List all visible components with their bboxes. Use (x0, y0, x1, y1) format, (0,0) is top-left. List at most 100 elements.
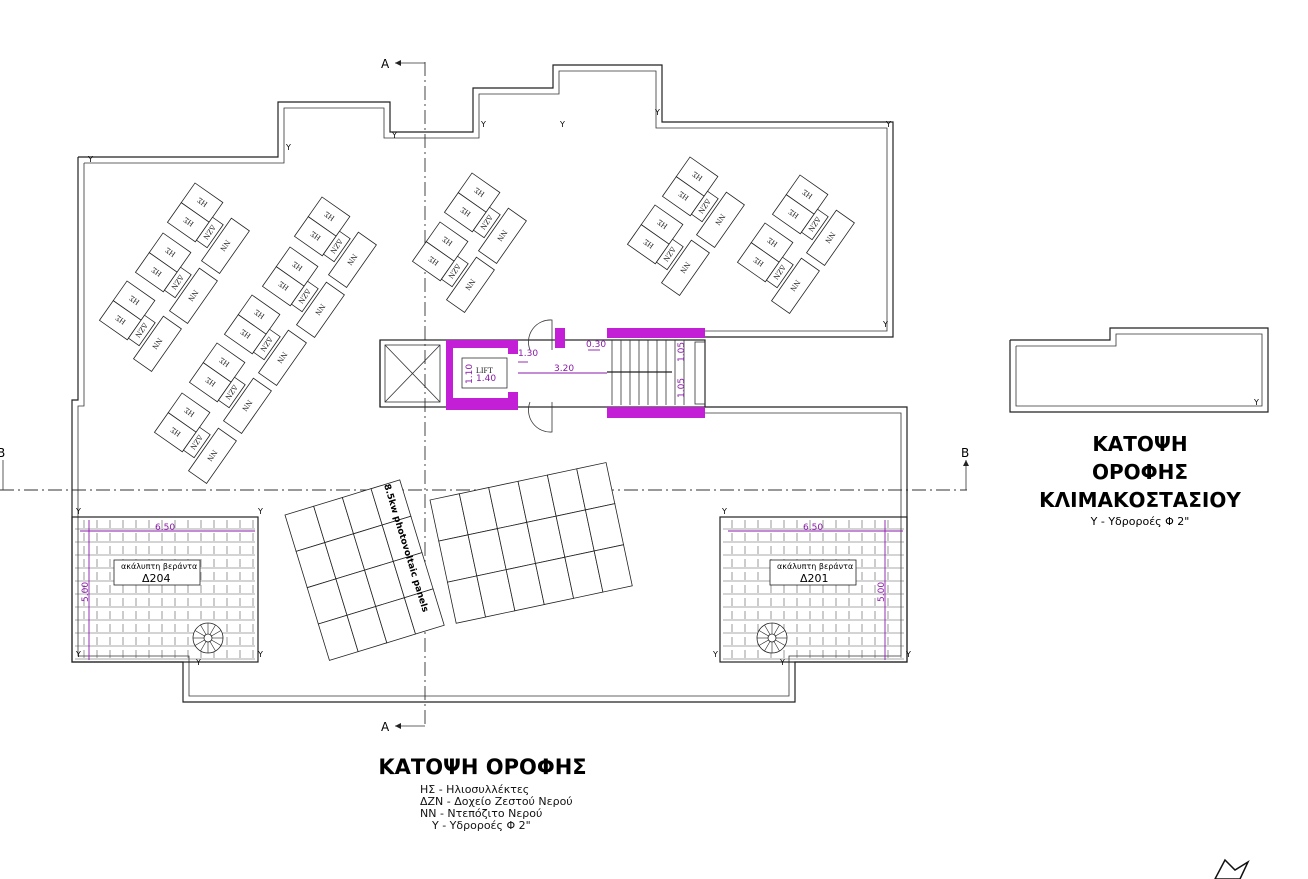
drain-marker: Y (559, 120, 565, 129)
drain-marker: Y (712, 650, 718, 659)
hot-water-tank (800, 208, 829, 241)
veranda-label: ακάλυπτη βεράντα (777, 562, 853, 571)
title-line: ΚΛΙΜΑΚΟΣΤΑΣΙΟΥ (1039, 488, 1241, 512)
photovoltaic-panels: 8.5kw photovoltaic panels (284, 462, 633, 661)
veranda-d201: 6.50 5.00 ακάλυπτη βεράντα Δ201 (719, 516, 908, 663)
hot-water-tank (217, 376, 246, 409)
stair-roof-title: ΚΑΤΟΨΗ ΟΡΟΦΗΣ ΚΛΙΜΑΚΟΣΤΑΣΙΟΥ Υ - Υδρορoέ… (1020, 430, 1260, 530)
floor-tiles (723, 520, 904, 660)
lift-wall (446, 340, 518, 410)
door-swing-top (528, 319, 553, 351)
svg-text:1.05: 1.05 (677, 342, 687, 362)
svg-text:0.30: 0.30 (586, 340, 606, 350)
drain-marker: Y (1253, 398, 1259, 407)
drain-marker: Y (195, 658, 201, 667)
water-reservoir (132, 315, 182, 373)
veranda-d204: 6.50 5.00 ακάλυπτη βεράντα Δ204 (71, 516, 259, 663)
legend-item: ΔΖΝ - Δοχείο Ζεστού Νερού (420, 795, 573, 808)
drain-marker: Y (257, 507, 263, 516)
drain-marker: Y (654, 108, 660, 117)
legend-item: Υ - Υδρορoές Φ 2" (432, 819, 531, 832)
hot-water-tank (127, 314, 156, 347)
stair-core: LIFT 1.30 0.30 3.20 1.05 1.05 1.10 1.40 (379, 319, 706, 433)
floor-tiles (75, 520, 255, 660)
drain-marker: Y (779, 658, 785, 667)
drain-marker: Y (480, 120, 486, 129)
drain-marker: Y (257, 650, 263, 659)
title-line: ΚΑΤΟΨΗ (1092, 432, 1188, 456)
section-marker-b-left: B (0, 446, 5, 490)
hot-water-tank (690, 190, 719, 223)
water-reservoir (805, 209, 855, 267)
door-swing-bottom (528, 401, 553, 433)
hot-water-tank (765, 256, 794, 289)
svg-text:1.10: 1.10 (465, 364, 475, 384)
lift-shaft (384, 344, 441, 403)
water-reservoir (187, 427, 237, 485)
svg-text:6.50: 6.50 (803, 523, 823, 533)
water-reservoir (295, 281, 345, 339)
svg-text:6.50: 6.50 (155, 523, 175, 533)
drain-marker: Y (285, 143, 291, 152)
hot-water-tank (440, 255, 469, 288)
drain-marker: Y (75, 507, 81, 516)
hot-water-tank (322, 230, 351, 263)
svg-text:B: B (961, 446, 969, 460)
hot-water-tank (252, 328, 281, 361)
water-reservoir (257, 329, 307, 387)
veranda-code: Δ201 (800, 572, 829, 585)
water-reservoir (660, 239, 710, 297)
pv-panel (403, 588, 445, 635)
lift-label: LIFT (476, 366, 493, 375)
drain-marker: Y (885, 120, 891, 129)
drain-marker: Y (87, 155, 93, 164)
stair-legend: Υ - Υδρορoές Φ 2" (1090, 515, 1190, 528)
section-marker-b-right: B (961, 446, 969, 490)
solar-collector-units: ΗΣΗΣΔΖΝΝΝΗΣΗΣΔΖΝΝΝΗΣΗΣΔΖΝΝΝΗΣΗΣΔΖΝΝΝΗΣΗΣ… (98, 156, 855, 485)
hot-water-tank (290, 280, 319, 313)
legend-item: ΗΣ - Ηλιοσυλλέκτες (420, 783, 530, 796)
water-reservoir (477, 207, 527, 265)
veranda-label: ακάλυπτη βεράντα (121, 562, 197, 571)
water-reservoir (200, 217, 250, 275)
veranda-code: Δ204 (142, 572, 171, 585)
hot-water-tank (195, 216, 224, 249)
drain-marker: Y (905, 650, 911, 659)
spiral-stair (192, 622, 224, 654)
water-reservoir (695, 191, 745, 249)
drain-marker: Y (75, 650, 81, 659)
lift-car (461, 357, 508, 389)
section-marker-a-top: A (381, 57, 425, 71)
section-marker-a-bottom: A (381, 720, 425, 734)
svg-text:1.30: 1.30 (518, 349, 538, 359)
stair-roof-plan (1009, 327, 1269, 413)
hot-water-tank (163, 266, 192, 299)
water-reservoir (327, 231, 377, 289)
water-reservoir (168, 267, 218, 325)
pv-panel (593, 544, 633, 593)
main-title: ΚΑΤΟΨΗ ΟΡΟΦΗΣ (378, 755, 587, 779)
water-reservoir (445, 256, 495, 314)
hot-water-tank (182, 426, 211, 459)
legend: ΗΣ - Ηλιοσυλλέκτες ΔΖΝ - Δοχείο Ζεστού Ν… (420, 784, 573, 832)
drain-marker: Y (721, 507, 727, 516)
water-reservoir (222, 377, 272, 435)
spiral-stair (756, 622, 788, 654)
drain-marker: Y (882, 320, 888, 329)
svg-text:A: A (381, 57, 390, 71)
